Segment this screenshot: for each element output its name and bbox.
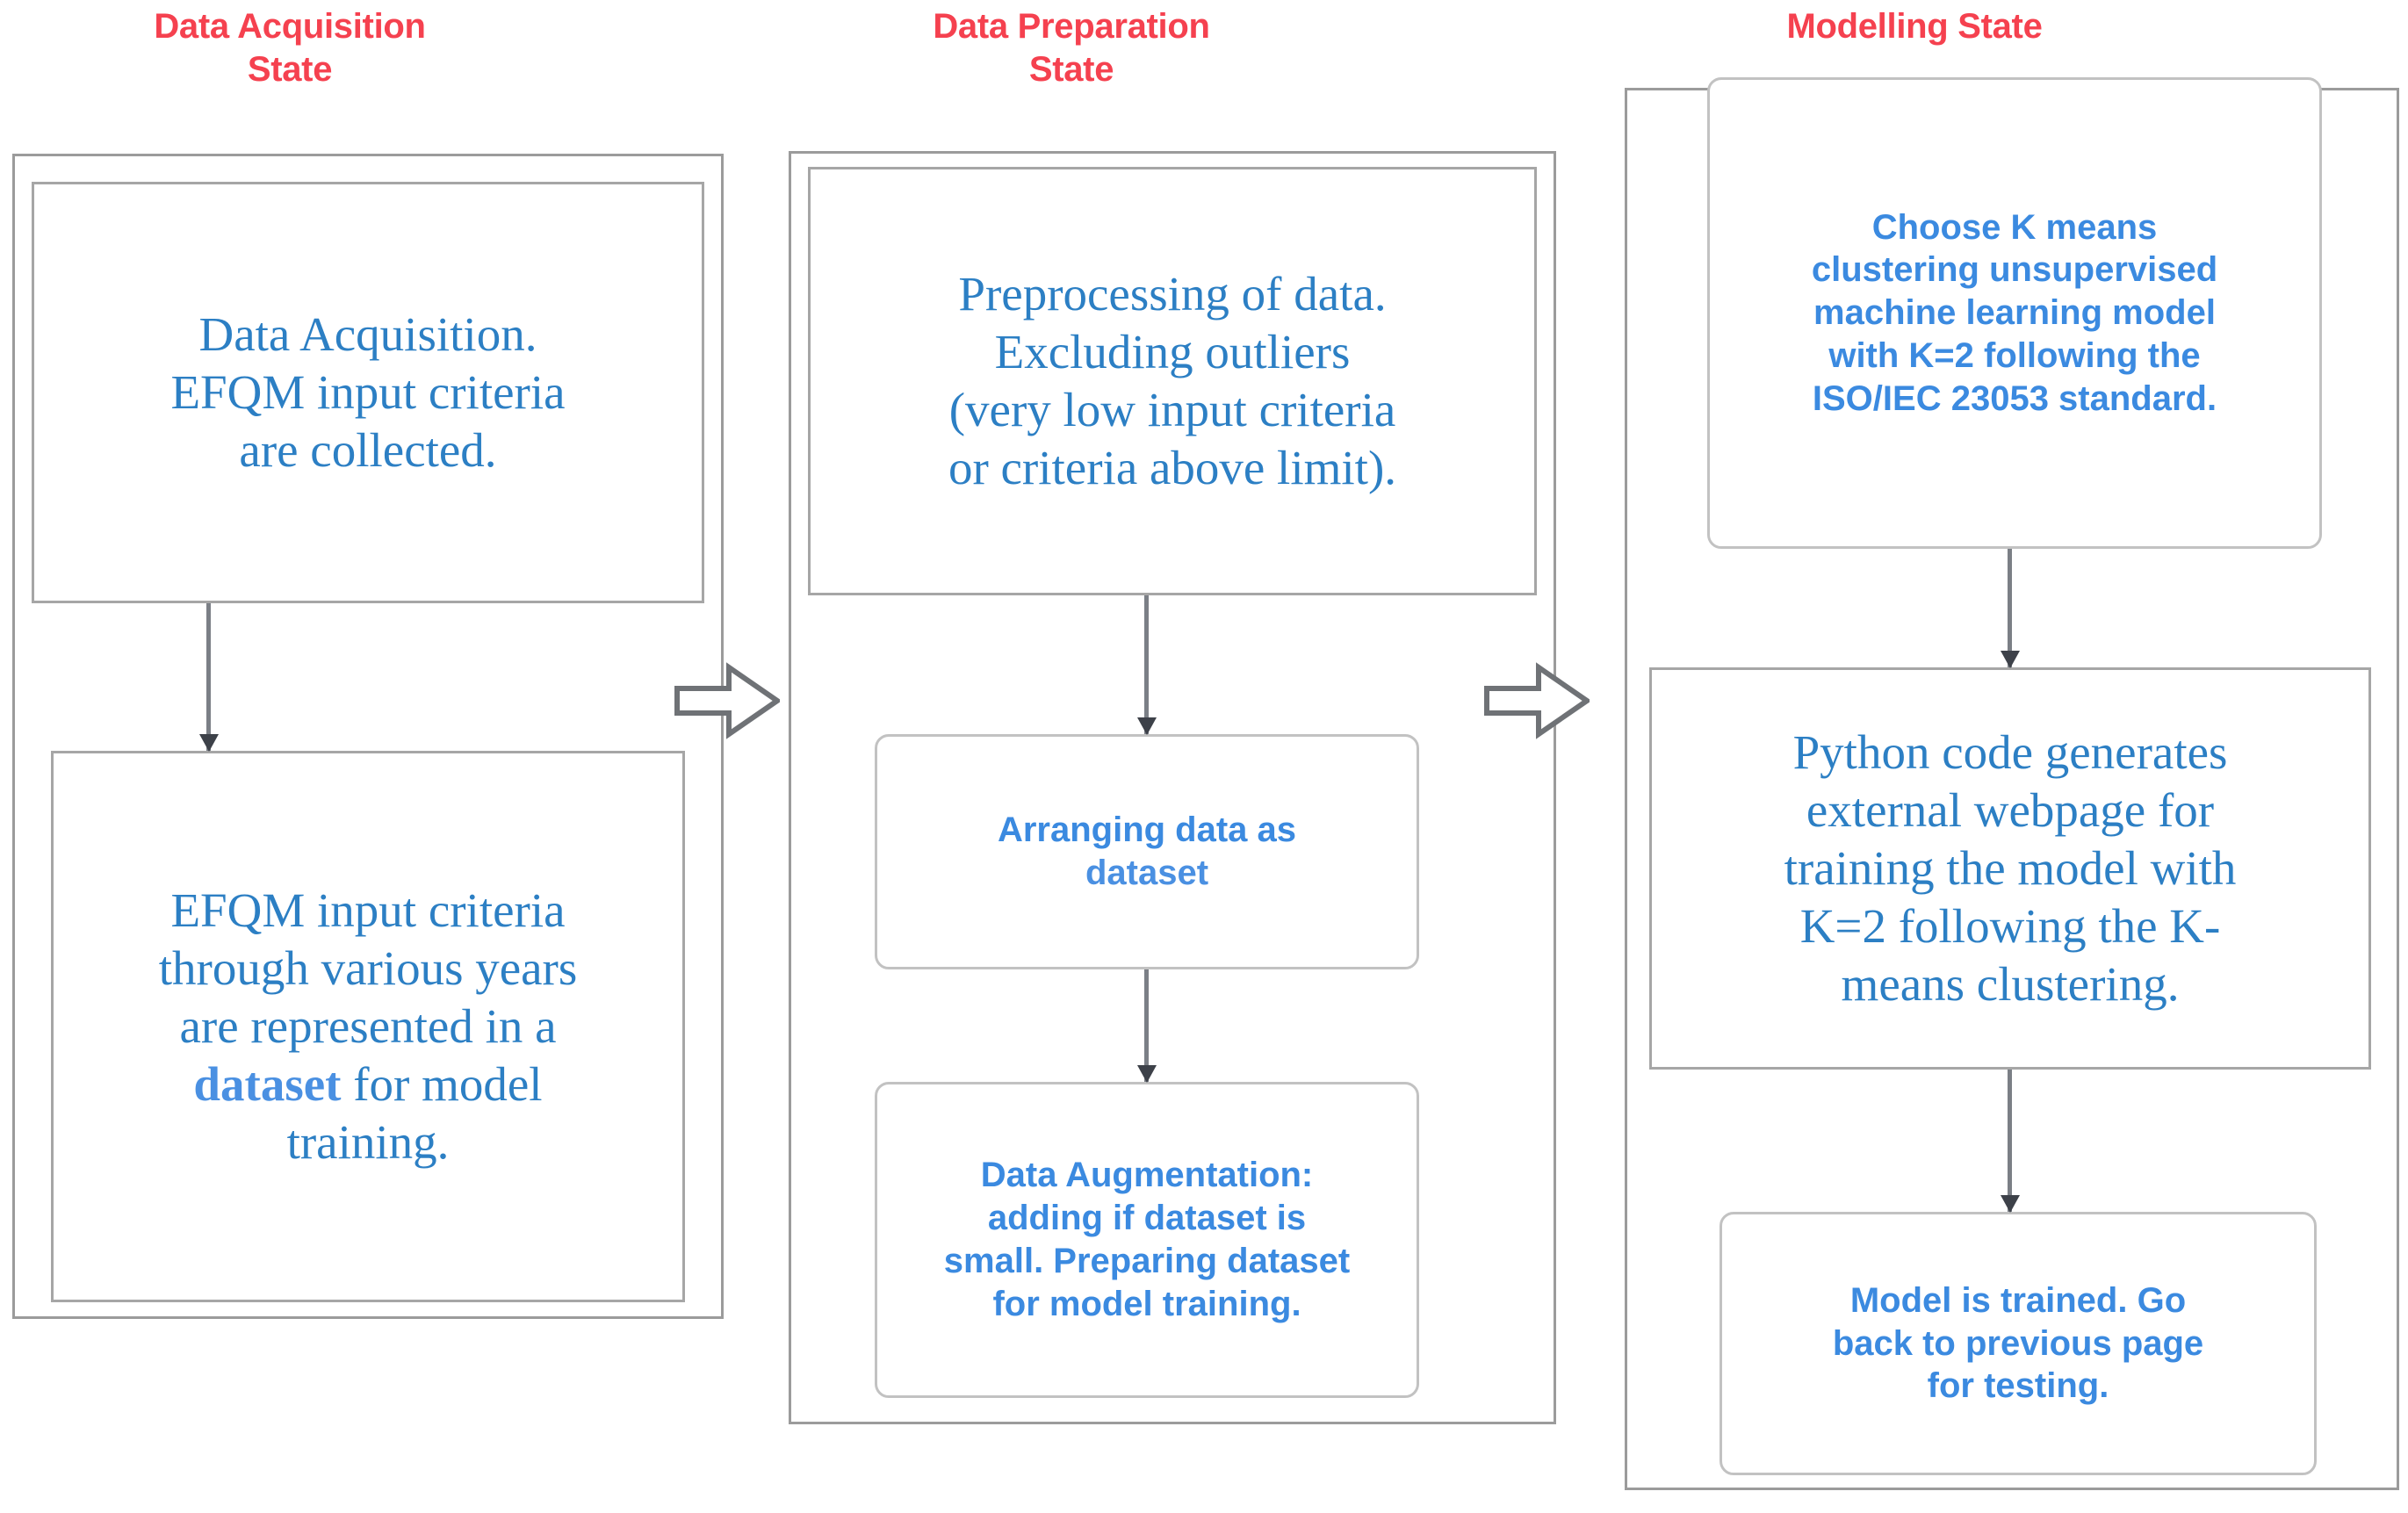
down-arrow-icon-choose-kmeans [2008,549,2012,667]
down-arrow-icon-arranging [1144,969,1149,1082]
right-block-arrow-icon-preparation-to-modelling [1484,660,1592,741]
node-data-acquisition-label: Data Acquisition. EFQM input criteria ar… [170,307,566,477]
node-arranging-data-label: Arranging data as dataset [997,811,1297,892]
header-data-acquisition-state: Data Acquisition State [154,7,426,89]
down-arrow-icon-acquisition [206,603,211,751]
node-efqm-dataset[interactable]: EFQM input criteria through various year… [51,751,685,1302]
node-choose-kmeans-label: Choose K means clustering unsupervised m… [1811,207,2218,418]
node-model-trained-label: Model is trained. Go back to previous pa… [1832,1280,2204,1406]
right-block-arrow-icon-acquisition-to-preparation [674,660,782,741]
node-preprocessing[interactable]: Preprocessing of data. Excluding outlier… [808,167,1537,595]
node-python-webpage[interactable]: Python code generates external webpage f… [1649,667,2371,1070]
header-data-preparation-state: Data Preparation State [933,7,1210,89]
header-modelling-state: Modelling State [1786,7,2043,46]
node-efqm-dataset-label: EFQM input criteria through various year… [158,883,578,1169]
node-choose-kmeans[interactable]: Choose K means clustering unsupervised m… [1707,77,2322,549]
node-preprocessing-label: Preprocessing of data. Excluding outlier… [948,267,1397,494]
down-arrow-icon-python-webpage [2008,1070,2012,1212]
node-data-acquisition[interactable]: Data Acquisition. EFQM input criteria ar… [32,182,704,603]
node-data-augmentation-label: Data Augmentation: adding if dataset is … [943,1156,1351,1323]
node-arranging-data[interactable]: Arranging data as dataset [875,734,1419,969]
node-python-webpage-label: Python code generates external webpage f… [1784,725,2237,1011]
node-data-augmentation[interactable]: Data Augmentation: adding if dataset is … [875,1082,1419,1398]
down-arrow-icon-preprocessing [1144,595,1149,734]
node-model-trained[interactable]: Model is trained. Go back to previous pa… [1719,1212,2317,1475]
